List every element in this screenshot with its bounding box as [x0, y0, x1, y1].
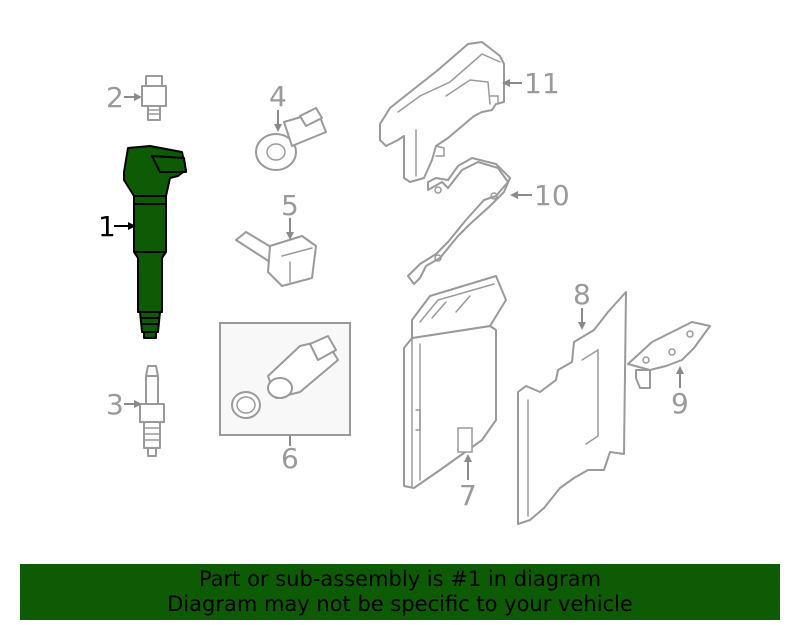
part-5-sensor[interactable]: [235, 231, 317, 287]
info-banner: Part or sub-assembly is #1 in diagram Di…: [20, 564, 780, 620]
callout-6[interactable]: 6: [281, 442, 299, 475]
part-4-sensor[interactable]: [255, 107, 327, 171]
ignition-coil-boot: [139, 311, 161, 333]
callout-1[interactable]: 1: [98, 210, 116, 243]
part-2-sensor[interactable]: [141, 75, 167, 121]
leader-lines: [114, 79, 684, 480]
callout-10[interactable]: 10: [534, 179, 570, 212]
callout-8[interactable]: 8: [573, 278, 591, 311]
callout-4[interactable]: 4: [269, 80, 287, 113]
banner-line-1: Part or sub-assembly is #1 in diagram: [198, 567, 602, 591]
part-11-cover[interactable]: [379, 41, 505, 183]
callout-11[interactable]: 11: [524, 67, 560, 100]
callout-7[interactable]: 7: [459, 479, 477, 512]
ignition-coil-body: [133, 195, 167, 313]
callout-9[interactable]: 9: [671, 387, 689, 420]
ignition-coil-tip: [143, 331, 157, 339]
parts-diagram: 1 2 3 4 5 6 7 8 9 10 11: [98, 41, 711, 525]
part-9-bracket[interactable]: [627, 321, 711, 389]
part-6-kit[interactable]: [219, 322, 351, 436]
banner-line-2: Diagram may not be specific to your vehi…: [167, 592, 633, 616]
callout-2[interactable]: 2: [106, 81, 124, 114]
callout-5[interactable]: 5: [281, 189, 299, 222]
ignition-coil-connector: [151, 155, 187, 173]
part-7-control-module[interactable]: [403, 275, 507, 489]
callout-3[interactable]: 3: [106, 388, 124, 421]
part-1-ignition-coil[interactable]: [123, 145, 187, 339]
part-8-shield[interactable]: [517, 291, 627, 525]
part-3-spark-plug[interactable]: [139, 365, 165, 457]
part-10-bracket[interactable]: [407, 157, 511, 285]
